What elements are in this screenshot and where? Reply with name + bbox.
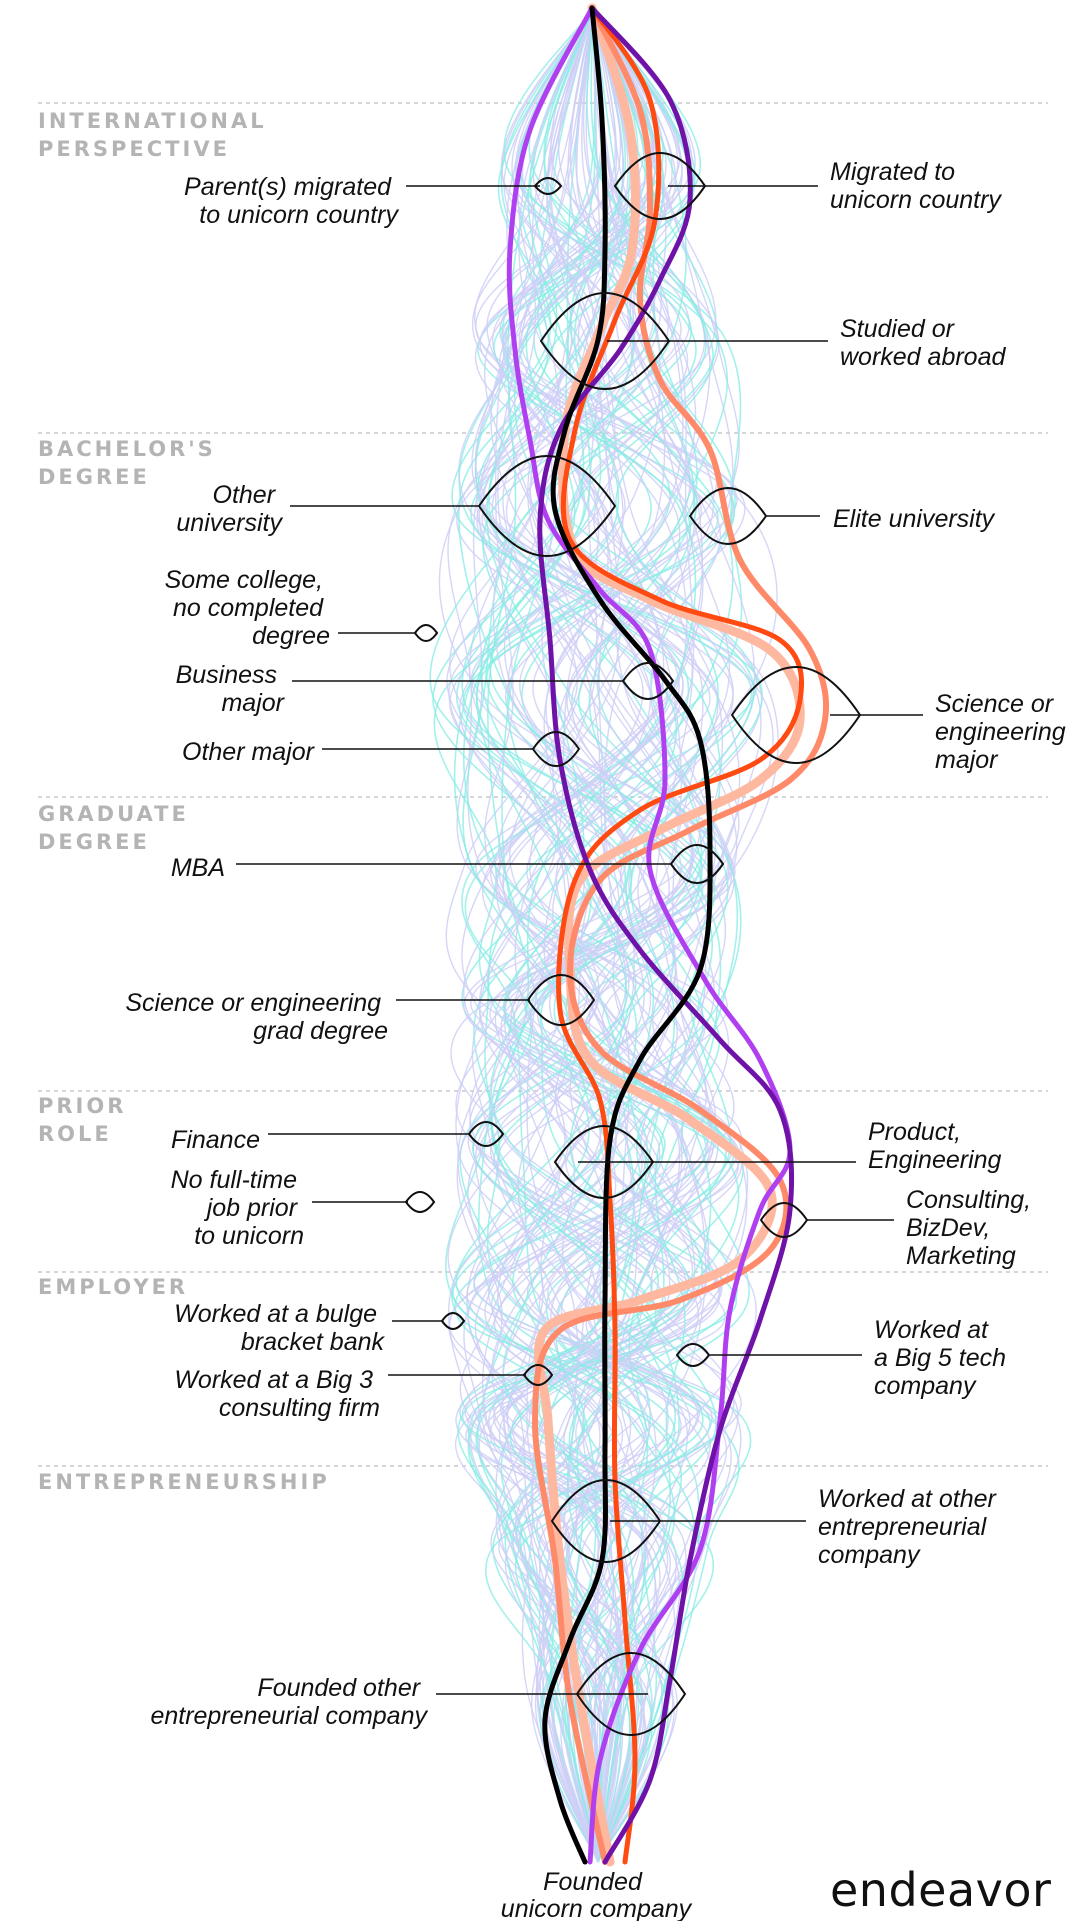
section-employer: EMPLOYER: [38, 1275, 188, 1299]
label-bulge-bank: Worked at a bulge bracket bank: [174, 1300, 385, 1356]
label-elite-university: Elite university: [833, 505, 996, 533]
path-dark-purple: [537, 5, 795, 1865]
path-pale-salmon: [533, 3, 805, 1867]
section-international-perspective: INTERNATIONAL PERSPECTIVE: [38, 109, 277, 161]
section-graduate-degree: GRADUATE DEGREE: [38, 802, 199, 854]
node-no-fulltime: [404, 1191, 436, 1213]
background-path-lavender: [446, 7, 726, 1863]
background-path-cyan: [521, 7, 722, 1863]
label-studied-abroad: Studied or worked abroad: [840, 315, 1006, 371]
background-path-lavender: [466, 7, 702, 1863]
background-path-cyan: [455, 7, 719, 1863]
section-bachelors-degree: BACHELOR'S DEGREE: [38, 437, 226, 489]
node-parents-migrated: [533, 177, 563, 195]
background-path-cyan: [470, 7, 763, 1863]
label-some-college: Some college, no completed degree: [165, 566, 330, 650]
background-path-lavender: [463, 7, 778, 1863]
background-path-lavender: [474, 7, 704, 1863]
background-path-cyan: [475, 7, 740, 1863]
label-consulting: Consulting, BizDev, Marketing: [906, 1186, 1038, 1270]
label-big5: Worked at a Big 5 tech company: [874, 1316, 1013, 1400]
label-founded-other: Founded other entrepreneurial company: [150, 1674, 428, 1730]
path-purple: [506, 5, 793, 1865]
background-path-lavender: [468, 7, 674, 1863]
label-founded-unicorn: Founded unicorn company: [501, 1868, 693, 1921]
label-science-grad: Science or engineering grad degree: [125, 989, 388, 1045]
node-big3: [522, 1364, 554, 1386]
background-path-cyan: [477, 7, 727, 1863]
background-path-cyan: [504, 7, 739, 1863]
label-mba: MBA: [171, 854, 225, 882]
node-other-major: [531, 731, 581, 767]
node-founded-other: [575, 1652, 687, 1736]
node-business-major: [621, 662, 675, 700]
endeavor-logo: endeavor: [830, 1863, 1051, 1917]
label-parents-migrated: Parent(s) migrated to unicorn country: [184, 173, 399, 229]
label-migrated: Migrated to unicorn country: [830, 158, 1002, 214]
label-science-major: Science or engineering major: [935, 690, 1073, 774]
section-prior-role: PRIOR ROLE: [38, 1094, 137, 1146]
label-product-engineering: Product, Engineering: [868, 1118, 1002, 1174]
label-finance: Finance: [171, 1126, 260, 1154]
label-no-fulltime: No full-time job prior to unicorn: [171, 1166, 304, 1250]
label-business-major: Business major: [176, 661, 286, 717]
background-path-lavender: [500, 7, 724, 1863]
background-path-lavender: [467, 7, 677, 1863]
background-path-lavender: [448, 7, 735, 1863]
node-science-grad: [526, 974, 596, 1026]
node-mba: [669, 844, 725, 884]
path-black: [542, 5, 713, 1865]
node-finance: [467, 1121, 505, 1147]
node-some-college: [413, 624, 439, 642]
background-path-lavender: [494, 7, 779, 1863]
leader-lines: [236, 185, 923, 1695]
background-path-lavender: [475, 7, 732, 1863]
label-other-university: Other university: [176, 481, 283, 537]
node-bulge-bank: [440, 1312, 466, 1330]
background-path-cyan: [486, 7, 703, 1863]
background-path-lavender: [478, 7, 684, 1863]
section-entrepreneurship: ENTREPRENEURSHIP: [38, 1470, 330, 1494]
background-path-cyan: [462, 7, 707, 1863]
label-other-entrepreneurial: Worked at other entrepreneurial company: [818, 1485, 1003, 1569]
label-big3: Worked at a Big 3 consulting firm: [174, 1366, 380, 1422]
background-path-cyan: [462, 7, 704, 1863]
label-other-major: Other major: [182, 738, 316, 766]
node-other-university: [477, 455, 617, 557]
node-big5: [675, 1343, 711, 1367]
